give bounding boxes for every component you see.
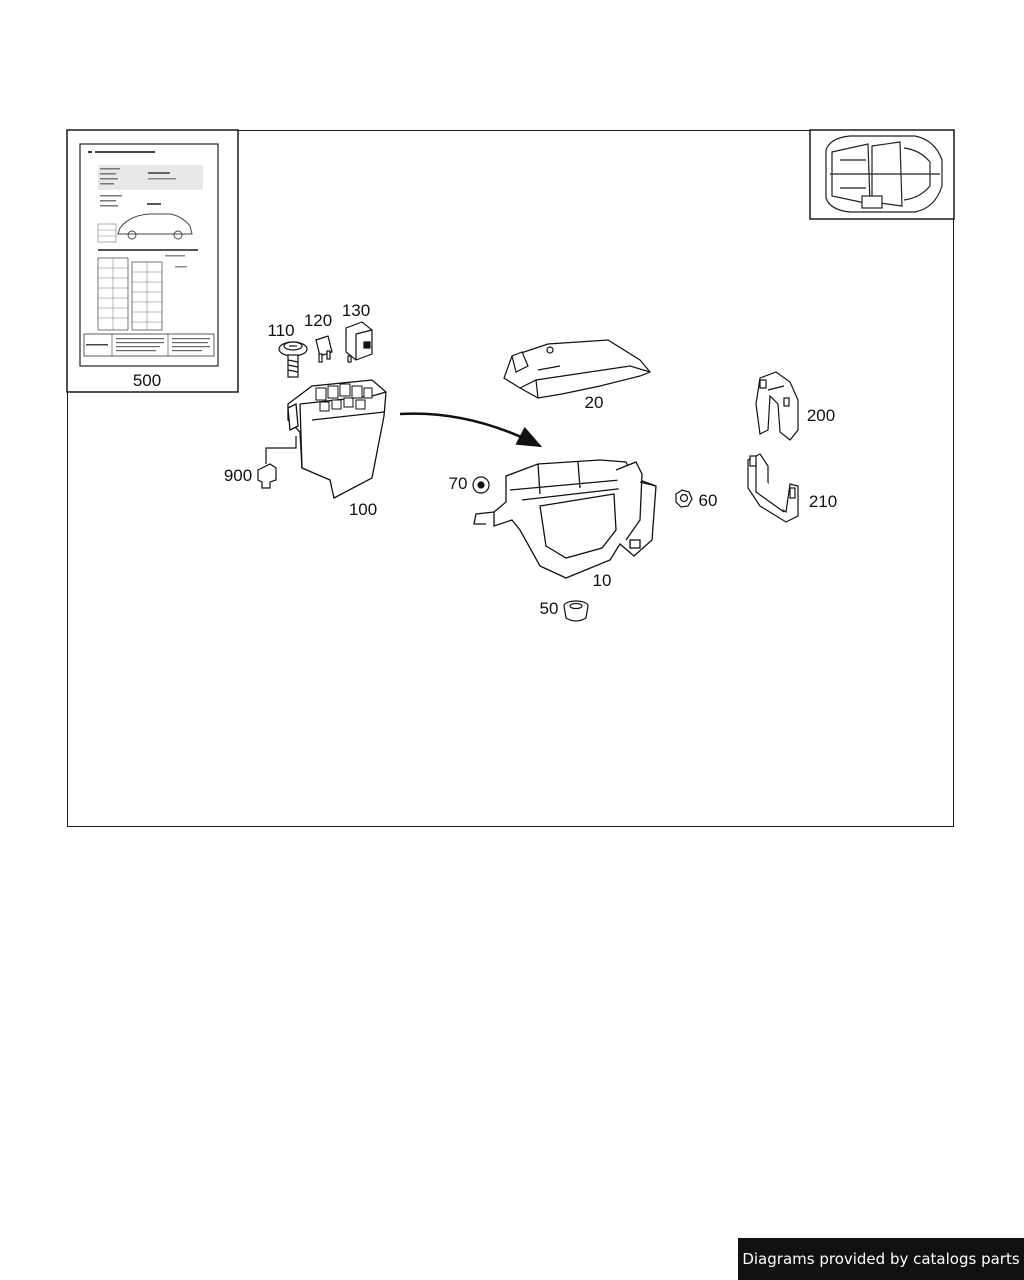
callout-10[interactable]: 10 [593,571,612,590]
callout-500[interactable]: 500 [133,371,161,390]
callout-20[interactable]: 20 [585,393,604,412]
callout-70[interactable]: 70 [449,474,468,493]
callout-110[interactable]: 110 [267,321,294,340]
vehicle-locator-inset [809,129,955,220]
part-10-housing[interactable] [473,459,657,579]
vehicle-top-view [825,135,943,213]
callout-210[interactable]: 210 [809,492,837,511]
assembly-arrow [399,412,543,448]
callout-120[interactable]: 120 [304,311,332,330]
part-200-bracket[interactable] [755,371,799,441]
part-130-relay[interactable] [345,321,373,363]
callout-200[interactable]: 200 [807,406,835,425]
manual-page-thumbnail[interactable] [79,143,219,367]
part-60-nut[interactable] [675,489,693,508]
callout-50[interactable]: 50 [540,599,559,618]
part-50-grommet[interactable] [563,600,589,622]
callout-130[interactable]: 130 [342,301,370,320]
part-110-screw[interactable] [278,341,308,378]
callout-60[interactable]: 60 [699,491,718,510]
credit-banner: Diagrams provided by catalogs parts [738,1238,1024,1280]
part-210-frame[interactable] [747,453,799,523]
part-100-fuse-module[interactable] [287,379,387,499]
part-70-nut[interactable] [472,476,490,494]
part-120-fuse[interactable] [315,335,333,363]
manual-inset: 500 [66,129,239,393]
callout-100[interactable]: 100 [349,500,377,519]
part-900-connector[interactable] [257,436,297,489]
part-20-cover[interactable] [503,339,651,399]
callout-900[interactable]: 900 [224,466,252,485]
